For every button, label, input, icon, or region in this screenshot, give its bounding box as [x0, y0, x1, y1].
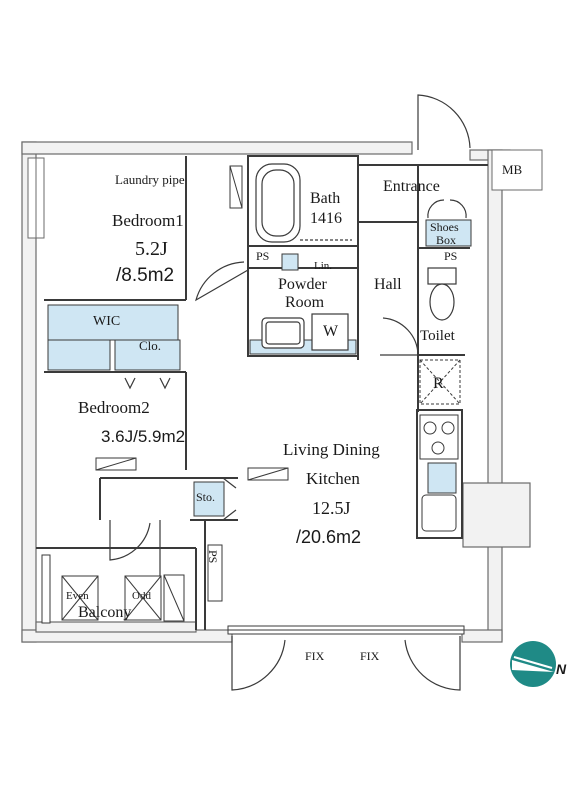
hall-name: Hall	[374, 276, 402, 293]
entrance-name: Entrance	[383, 178, 440, 195]
closet-name: Clo.	[139, 338, 162, 353]
storage-name: Sto.	[196, 490, 216, 504]
refrigerator-label: R	[433, 375, 444, 392]
balcony-name: Balcony	[78, 604, 132, 621]
ldk-name-2: Kitchen	[306, 469, 360, 488]
wall-markers	[95, 165, 289, 622]
shoes-box-label-2: Box	[436, 233, 457, 247]
window-bedroom1	[27, 157, 45, 239]
mb-name: MB	[502, 162, 523, 177]
refrigerator-space	[419, 359, 461, 405]
balcony-odd-label: Odd	[132, 590, 151, 602]
ps-toilet-label: PS	[444, 249, 458, 263]
toilet-name: Toilet	[420, 328, 455, 344]
powder-room-label-1: Powder	[278, 276, 327, 293]
compass-label: N	[556, 661, 567, 677]
bath-name: Bath	[310, 190, 341, 207]
fix-right-label: FIX	[360, 649, 380, 663]
balcony-units	[41, 554, 162, 624]
ps-lower-label: PS	[206, 550, 221, 564]
window-ldk	[227, 625, 465, 635]
ldk-name-1: Living Dining	[283, 440, 380, 459]
bedroom2-size: 3.6J/5.9m2	[101, 427, 186, 446]
bedroom2-name: Bedroom2	[78, 398, 150, 417]
mb-box	[491, 149, 543, 191]
ldk-size-m2: /20.6m2	[296, 527, 362, 547]
shoes-box-label-1: Shoes	[430, 220, 459, 234]
bathtub	[255, 163, 352, 243]
washer-label: W	[323, 323, 339, 340]
wic-name: WIC	[93, 314, 121, 329]
powder-room-label-2: Room	[285, 294, 325, 311]
exterior-walls	[21, 141, 531, 643]
linen-label: Lin.	[314, 260, 333, 272]
ldk-size-j: 12.5J	[312, 498, 351, 518]
bath-size: 1416	[310, 210, 342, 227]
stove	[419, 414, 459, 460]
balcony-even-label: Even	[66, 590, 89, 602]
toilet-bowl	[427, 267, 457, 321]
ps-upper-label: PS	[256, 249, 270, 263]
bedroom1-size-j: 5.2J	[135, 238, 168, 260]
bedroom1-name: Bedroom1	[112, 211, 184, 230]
kitchen-sink	[421, 494, 457, 532]
laundry-pipe-label: Laundry pipe	[115, 172, 185, 187]
interior-walls	[36, 155, 488, 630]
fix-left-label: FIX	[305, 649, 325, 663]
vanity-sink	[261, 313, 349, 351]
bedroom1-size-m2: /8.5m2	[116, 265, 175, 286]
doors	[109, 94, 471, 691]
north-arrow-icon	[510, 641, 556, 687]
